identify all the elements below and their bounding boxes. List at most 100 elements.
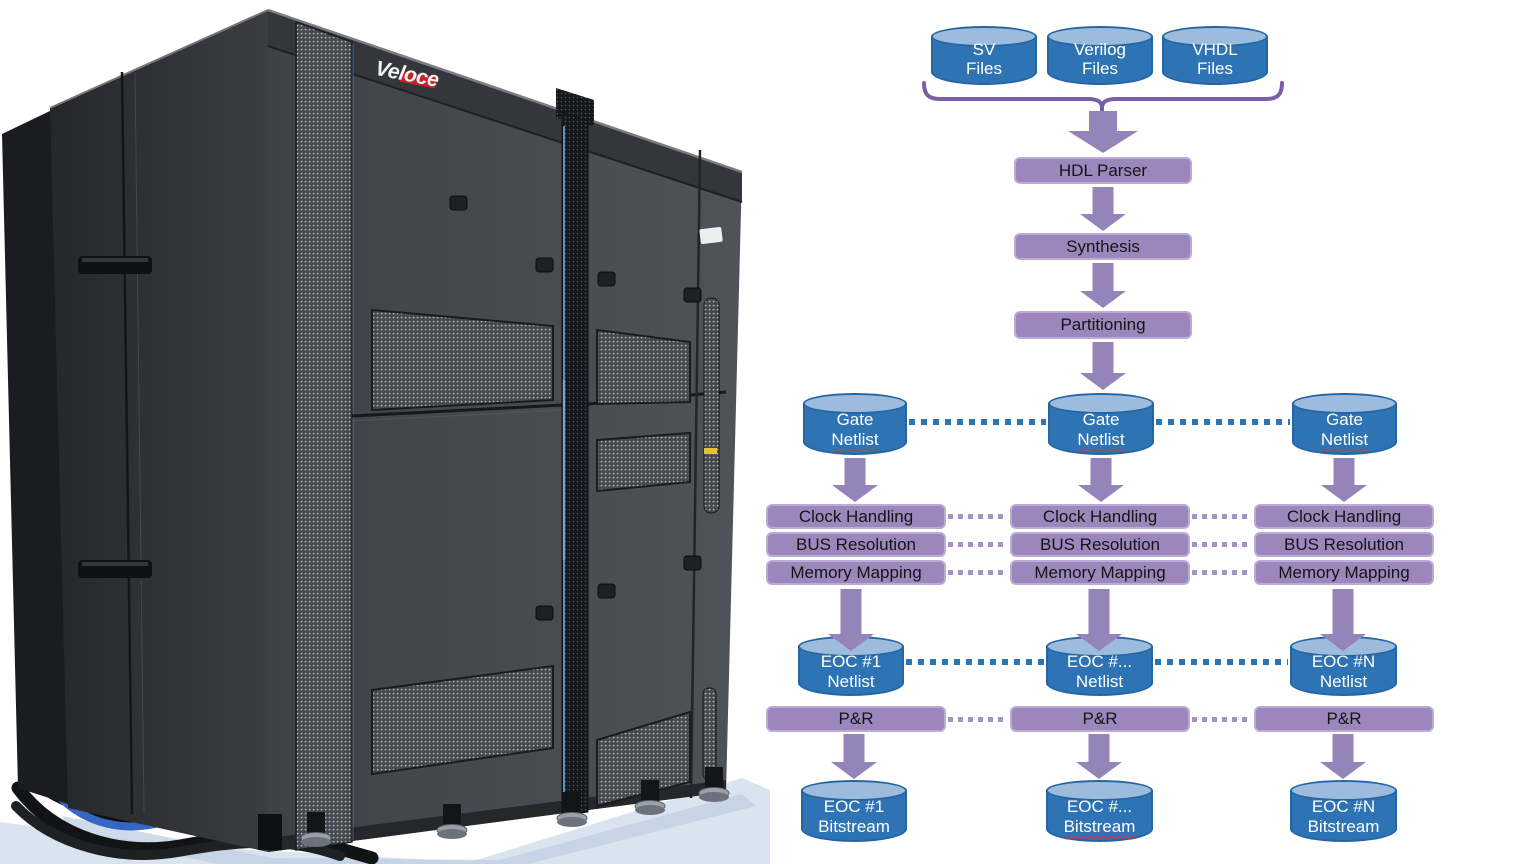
box-label: Partitioning bbox=[1060, 315, 1146, 334]
cylinder-label: Verilog Files bbox=[1047, 40, 1153, 78]
side-door-seam bbox=[120, 71, 134, 815]
cylinder-label: SV Files bbox=[931, 40, 1037, 78]
dotted-link-memory-2-3 bbox=[1192, 570, 1250, 575]
box-pr-2: P&R bbox=[1010, 706, 1190, 732]
arrow-pr-to-bitstream-1 bbox=[831, 734, 877, 779]
vent-lower-right bbox=[596, 710, 691, 808]
cylinder-label: Gate Netlist bbox=[831, 410, 879, 449]
box-clock-handling-2: Clock Handling bbox=[1010, 504, 1190, 529]
arrow-partitioning-to-netlist bbox=[1080, 342, 1126, 390]
mid-seam-left bbox=[351, 403, 564, 418]
central-mesh-divider bbox=[561, 111, 589, 817]
cylinder-top-ellipse bbox=[1047, 26, 1153, 47]
dotted-link-eoc-netlist-2-3 bbox=[1155, 659, 1288, 665]
right-trim-vent-lower bbox=[702, 687, 717, 781]
db-eoc-bitstream-2: EOC #... Bitstream bbox=[1046, 780, 1153, 842]
box-clock-handling-1: Clock Handling bbox=[766, 504, 946, 529]
label-line1: SV bbox=[972, 40, 996, 59]
dotted-link-memory-1-2 bbox=[948, 570, 1006, 575]
dotted-link-gate-netlist-1-2 bbox=[909, 419, 1046, 425]
dotted-link-clock-2-3 bbox=[1192, 514, 1250, 519]
box-memory-mapping-3: Memory Mapping bbox=[1254, 560, 1434, 585]
cylinder-label: Gate Netlist bbox=[1320, 410, 1369, 449]
side-door-handle bbox=[78, 256, 152, 274]
db-eoc-netlist-1: EOC #1 Netlist bbox=[798, 636, 904, 696]
db-eoc-bitstream-1: EOC #1 Bitstream bbox=[801, 780, 907, 842]
cylinder-label: Gate Netlist bbox=[1077, 410, 1125, 449]
brace-connector bbox=[922, 81, 1284, 119]
box-hdl-parser: HDL Parser bbox=[1014, 157, 1192, 184]
box-synthesis: Synthesis bbox=[1014, 233, 1192, 260]
db-gate-netlist-1: Gate Netlist bbox=[803, 393, 907, 455]
label-line1: Verilog bbox=[1074, 40, 1126, 59]
panel-latches bbox=[449, 195, 702, 621]
dotted-link-eoc-netlist-1-2 bbox=[906, 659, 1044, 665]
side-door-seam-highlight bbox=[134, 71, 145, 814]
vent-upper-left bbox=[371, 308, 554, 412]
box-label: HDL Parser bbox=[1058, 160, 1148, 180]
box-label: Synthesis bbox=[1066, 236, 1140, 256]
arrow-steps-to-eoc-1 bbox=[828, 589, 874, 651]
db-eoc-bitstream-3: EOC #N Bitstream bbox=[1290, 780, 1397, 842]
box-bus-resolution-3: BUS Resolution bbox=[1254, 532, 1434, 557]
dotted-link-bus-2-3 bbox=[1192, 542, 1250, 547]
cylinder-top-ellipse bbox=[1162, 26, 1268, 47]
box-bus-resolution-1: BUS Resolution bbox=[766, 532, 946, 557]
arrow-sources-to-parser bbox=[1068, 111, 1138, 153]
dotted-link-pr-1-2 bbox=[948, 717, 1006, 722]
arrow-steps-to-eoc-3 bbox=[1320, 589, 1366, 651]
arrow-synthesis-to-partitioning bbox=[1080, 263, 1126, 308]
box-pr-1: P&R bbox=[766, 706, 946, 732]
db-gate-netlist-3: Gate Netlist bbox=[1292, 393, 1397, 455]
arrow-netlist-to-steps-2 bbox=[1078, 458, 1124, 502]
small-white-logo bbox=[699, 226, 723, 245]
db-gate-netlist-2: Gate Netlist bbox=[1048, 393, 1154, 455]
arrow-pr-to-bitstream-3 bbox=[1320, 734, 1366, 779]
arrow-parser-to-synthesis bbox=[1080, 187, 1126, 231]
cylinder-label: EOC #1 Bitstream bbox=[818, 797, 890, 836]
leveling-feet bbox=[258, 767, 730, 850]
box-bus-resolution-2: BUS Resolution bbox=[1010, 532, 1190, 557]
arrow-netlist-to-steps-3 bbox=[1321, 458, 1367, 502]
cylinder-top-ellipse bbox=[931, 26, 1037, 47]
vent-lower-left bbox=[371, 664, 554, 776]
cylinder-label: EOC #... Netlist bbox=[1066, 652, 1133, 691]
right-trim-seam bbox=[689, 149, 702, 799]
box-memory-mapping-1: Memory Mapping bbox=[766, 560, 946, 585]
label-line2: Files bbox=[1197, 59, 1233, 78]
box-clock-handling-3: Clock Handling bbox=[1254, 504, 1434, 529]
dotted-link-pr-2-3 bbox=[1192, 717, 1250, 722]
box-partitioning: Partitioning bbox=[1014, 311, 1192, 339]
vent-strips bbox=[371, 308, 691, 808]
emulator-cabinet-photo: Veloce bbox=[0, 8, 770, 864]
dotted-link-clock-1-2 bbox=[948, 514, 1006, 519]
cabinet-top-rail bbox=[268, 10, 742, 202]
yellow-sticker bbox=[704, 448, 717, 454]
cylinder-label: EOC #N Bitstream bbox=[1307, 797, 1380, 836]
label-line2: Files bbox=[966, 59, 1002, 78]
box-memory-mapping-2: Memory Mapping bbox=[1010, 560, 1190, 585]
arrow-steps-to-eoc-2 bbox=[1076, 589, 1122, 651]
arrow-pr-to-bitstream-2 bbox=[1076, 734, 1122, 779]
top-edge-highlight bbox=[267, 8, 743, 174]
cabinet-side-panel bbox=[50, 10, 268, 852]
arrow-netlist-to-steps-1 bbox=[832, 458, 878, 502]
front-left-vent-column bbox=[295, 20, 353, 851]
cylinder-label: EOC #... Bitstream bbox=[1063, 797, 1136, 836]
mid-seam-highlight bbox=[351, 409, 564, 422]
vent-mid-right bbox=[596, 431, 691, 493]
side-top-highlight bbox=[49, 9, 269, 109]
label-line2: Files bbox=[1082, 59, 1118, 78]
db-eoc-netlist-2: EOC #... Netlist bbox=[1046, 636, 1153, 696]
cylinder-label: EOC #N Netlist bbox=[1311, 652, 1376, 691]
right-trim-vent-upper bbox=[703, 297, 720, 514]
dotted-link-bus-1-2 bbox=[948, 542, 1006, 547]
side-door-handle-lower bbox=[78, 560, 152, 578]
label-line1: VHDL bbox=[1192, 40, 1238, 59]
dotted-link-gate-netlist-2-3 bbox=[1156, 419, 1290, 425]
floor-shadow bbox=[62, 794, 756, 864]
cylinder-label: EOC #1 Netlist bbox=[820, 652, 882, 691]
box-pr-3: P&R bbox=[1254, 706, 1434, 732]
db-sv-files: SV Files bbox=[931, 26, 1037, 85]
